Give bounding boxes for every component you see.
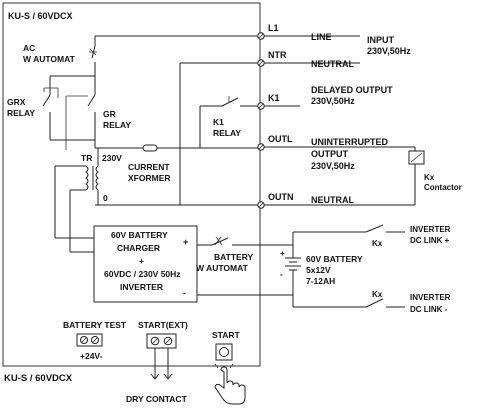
- neutral-out-label: NEUTRAL: [311, 195, 354, 205]
- battery-pack-label-2: 5x12V: [306, 265, 331, 275]
- panel-footer: KU-S / 60VDCX: [4, 373, 73, 384]
- transformer-secondary-coil: [85, 165, 89, 191]
- start-ext-terminal[interactable]: [146, 333, 177, 349]
- battery-automat-label-1: BATTERY: [214, 252, 254, 262]
- current-xformer-label-2: XFORMER: [128, 173, 171, 183]
- charger-line-5: INVERTER: [120, 282, 163, 292]
- current-xformer-label-1: CURRENT: [128, 162, 170, 172]
- charger-line-2: CHARGER: [117, 243, 160, 253]
- dry-contact-label: DRY CONTACT: [126, 394, 188, 404]
- grx-relay-label-1: GRX: [7, 97, 26, 107]
- k1-relay-label-2: RELAY: [213, 128, 241, 138]
- terminal-label-outl: OUTL: [268, 134, 293, 144]
- transformer-label: TR: [81, 153, 92, 163]
- gr-relay-label-1: GR: [103, 109, 116, 119]
- kx-contactor-label-1: Kx: [424, 173, 435, 182]
- kx-top-label: Kx: [372, 239, 383, 248]
- panel-enclosure: [2, 2, 261, 367]
- battery-minus: -: [280, 270, 283, 279]
- uninterrupted-title-2: OUTPUT: [311, 149, 349, 159]
- delayed-output-title: DELAYED OUTPUT: [311, 85, 393, 95]
- terminal-label-outn: OUTN: [268, 192, 294, 202]
- inverter-dc-neg-label-1: INVERTER: [410, 293, 451, 302]
- input-title: INPUT: [367, 35, 395, 45]
- transformer-primary-coil: [95, 165, 99, 191]
- kx-bottom-label: Kx: [372, 290, 383, 299]
- charger-line-1: 60V BATTERY: [111, 230, 168, 240]
- terminal-ntr: [257, 59, 265, 67]
- transformer-230v-label: 230V: [102, 153, 122, 163]
- panel-header: KU-S / 60VDCX: [8, 11, 73, 21]
- terminal-k1: [257, 102, 265, 110]
- ac-automat-label-1: AC: [23, 43, 35, 53]
- terminal-l1: [257, 32, 265, 40]
- battery-test-terminal[interactable]: [76, 333, 103, 347]
- line-label: LINE: [311, 32, 332, 42]
- pointing-hand-icon: [214, 363, 246, 405]
- charger-line-3: +: [139, 256, 144, 266]
- battery-test-label: BATTERY TEST: [63, 320, 127, 330]
- transformer-0-label: 0: [103, 193, 108, 203]
- delayed-output-spec: 230V,50Hz: [311, 96, 355, 106]
- charger-minus: -: [183, 288, 186, 298]
- charger-inverter-box: [93, 225, 198, 303]
- kx-contactor-label-2: Contactor: [424, 183, 462, 192]
- k1-relay-label-1: K1: [213, 117, 224, 127]
- current-transformer: [142, 144, 158, 152]
- terminal-label-l1: L1: [268, 23, 279, 33]
- start-button[interactable]: [215, 343, 233, 361]
- inverter-dc-pos-label-2: DC LINK +: [410, 236, 450, 245]
- grx-relay-label-2: RELAY: [7, 108, 35, 118]
- input-spec: 230V,50Hz: [367, 46, 411, 56]
- uninterrupted-spec: 230V,50Hz: [311, 161, 355, 171]
- uninterrupted-title-1: UNINTERRUPTED: [311, 137, 389, 147]
- neutral-in-label: NEUTRAL: [311, 59, 354, 69]
- start-ext-label: START(EXT): [138, 320, 188, 330]
- battery-test-voltage: +24V-: [80, 351, 103, 361]
- start-label: START: [212, 330, 241, 340]
- battery-plus: +: [280, 249, 285, 258]
- terminal-label-ntr: NTR: [268, 50, 287, 60]
- charger-line-4: 60VDC / 230V 50Hz: [104, 269, 181, 279]
- battery-pack-label-1: 60V BATTERY: [306, 254, 363, 264]
- terminal-outl: [257, 143, 265, 151]
- gr-relay-label-2: RELAY: [103, 120, 131, 130]
- inverter-dc-neg-label-2: DC LINK -: [410, 305, 448, 314]
- ac-automat-label-2: W AUTOMAT: [23, 54, 76, 64]
- battery-pack-label-3: 7-12AH: [306, 276, 335, 286]
- inverter-dc-pos-label-1: INVERTER: [410, 225, 451, 234]
- terminal-outn: [257, 201, 265, 209]
- battery-automat-label-2: W AUTOMAT: [196, 263, 249, 273]
- terminal-label-k1: K1: [268, 93, 280, 103]
- charger-plus: +: [183, 237, 188, 247]
